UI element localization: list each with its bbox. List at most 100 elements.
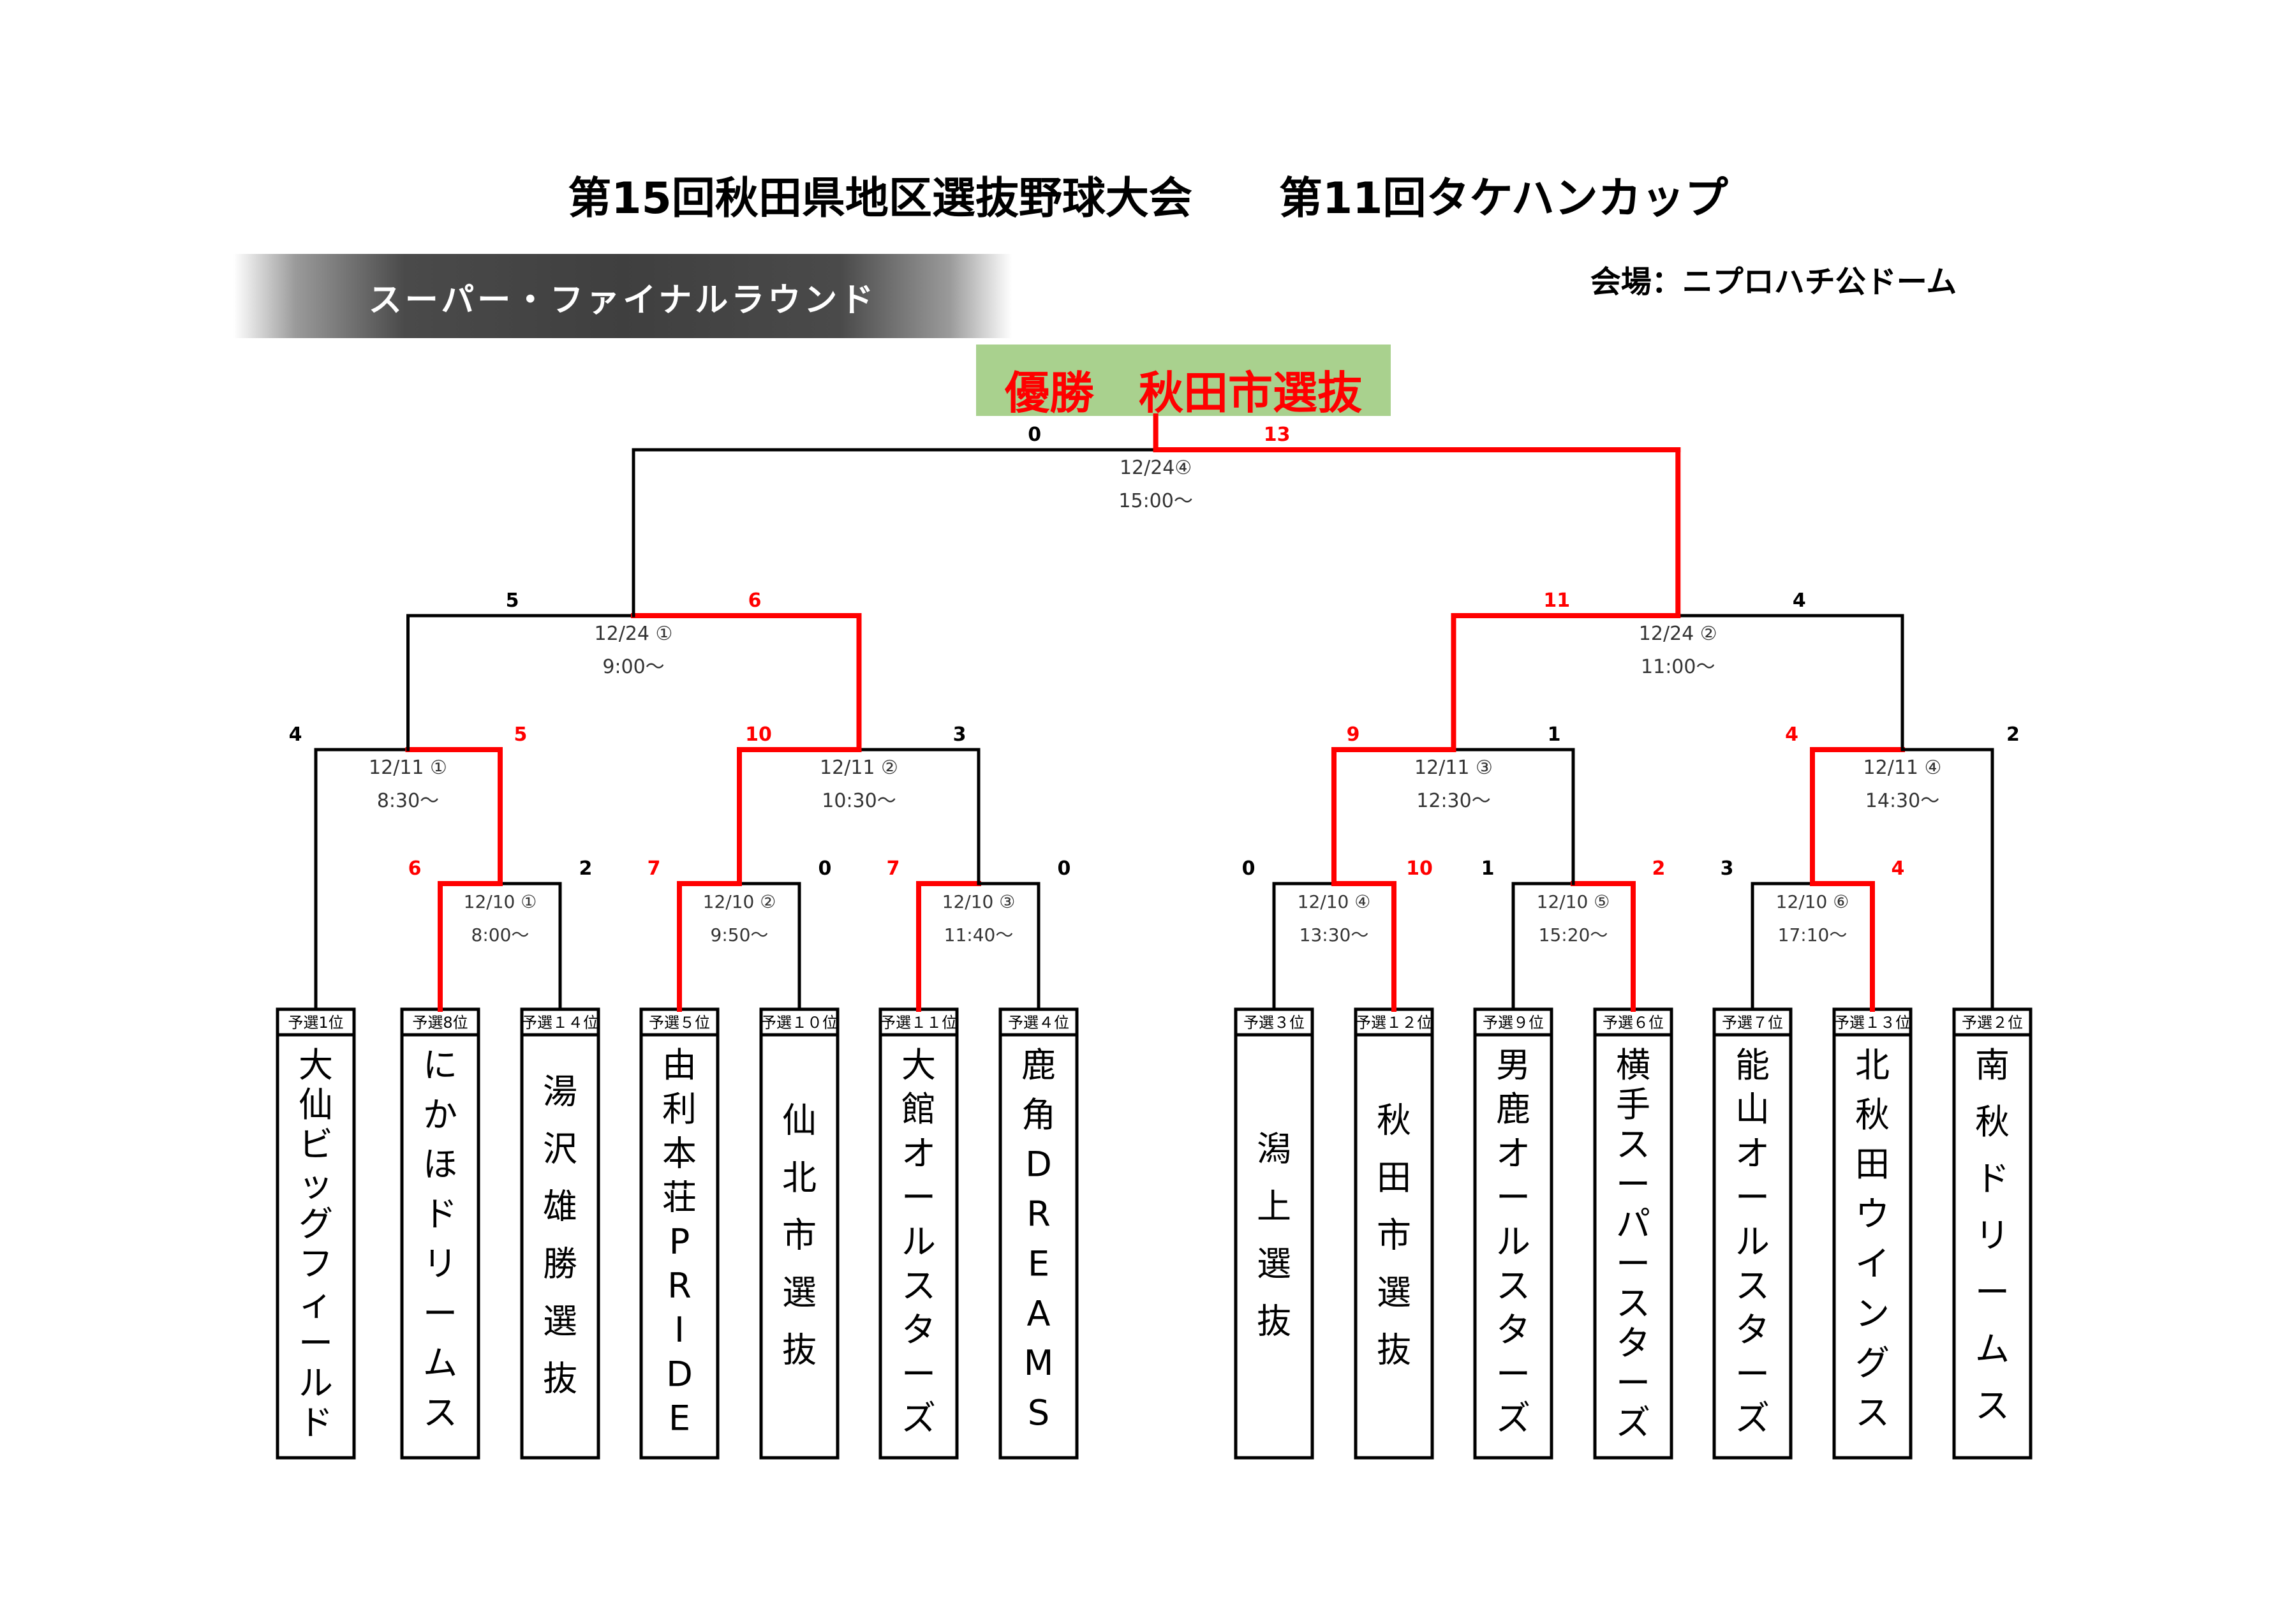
team-box [1234,1007,1314,1460]
page-title: 第15回秋田県地区選抜野球大会 第11回タケハンカップ [568,174,1728,224]
team-name-char: M [1024,1343,1054,1383]
team-name-char: 秋 [1975,1102,2010,1142]
team-name-char: ス [1855,1393,1890,1433]
match-time: 9:50～ [711,924,769,945]
team-name: 秋田市選抜 [1377,1100,1411,1370]
team-name-char: 市 [782,1215,817,1255]
team-box [1832,1007,1913,1460]
score-right: 0 [818,857,832,880]
team-name-char: 市 [1377,1215,1411,1255]
team-name-char: グ [1855,1343,1890,1383]
team-name-char: 抜 [543,1358,577,1398]
team-name-char: 荘 [662,1178,697,1218]
match-date: 12/11 ② [820,757,898,779]
score-left: 0 [1242,857,1255,880]
score-left: 4 [1785,723,1798,746]
team-seed: 予選４位 [1008,1014,1069,1032]
team-seed: 予選３位 [1243,1014,1305,1032]
team-name-char: 選 [1257,1243,1291,1284]
team-name-char: ー [423,1293,457,1333]
team-name-char: 田 [1855,1145,1890,1185]
match-date: 12/11 ① [369,757,447,779]
team-name-char: ス [901,1266,936,1306]
match-time: 8:30～ [377,790,439,812]
score-left: 5 [506,589,519,612]
team-name-char: D [1025,1145,1052,1185]
team-name-char: R [1026,1194,1051,1234]
match-date: 12/11 ④ [1863,757,1942,779]
score-right: 4 [1793,589,1806,612]
match-time: 14:30～ [1865,790,1939,812]
team-name-char: ッ [299,1164,333,1204]
team-name-char: タ [1496,1310,1530,1350]
team-name-char: ス [423,1393,457,1433]
match-time: 17:10～ [1778,924,1848,945]
score-right: 13 [1264,424,1291,446]
team-name-char: 北 [782,1157,817,1197]
team-name-char: 潟 [1257,1129,1291,1169]
team-name-char: ー [901,1354,936,1394]
team-name-char: に [423,1045,457,1085]
venue-label: 会場：ニプロハチ公ドーム [1590,264,1957,300]
team-name-char: 南 [1975,1045,2010,1085]
champion-box: 優勝 秋田市選抜 [976,345,1391,419]
score-right: 2 [1652,857,1666,880]
team-seed: 予選１４位 [522,1014,598,1032]
team-name-char: タ [901,1310,936,1350]
team-name-char: オ [901,1133,936,1173]
score-left: 7 [648,857,661,880]
team-name-char: ン [1855,1293,1890,1333]
team-seed: 予選７位 [1722,1014,1783,1032]
team-name-char: 横 [1616,1045,1650,1085]
team-name-char: ー [1616,1243,1650,1284]
team-name-char: 鹿 [1496,1089,1530,1129]
team-box [1354,1007,1434,1460]
team-name-char: 男 [1496,1045,1530,1085]
team-seed: 予選９位 [1483,1014,1544,1032]
team-box [400,1007,480,1460]
team-name-char: 大 [299,1045,333,1085]
score-left: 10 [745,723,772,746]
team-name-char: ー [1735,1354,1770,1394]
match-time: 15:20～ [1539,924,1608,945]
match-date: 12/10 ⑥ [1776,891,1849,912]
score-right: 3 [953,723,967,746]
team-name-char: 選 [1377,1272,1411,1312]
team-name-char: 沢 [543,1129,577,1169]
match-time: 15:00～ [1118,490,1192,512]
score-right: 1 [1548,723,1561,746]
match-date: 12/10 ③ [942,891,1016,912]
score-right: 0 [1058,857,1071,880]
match-date: 12/10 ④ [1298,891,1371,912]
team-name-char: 田 [1377,1157,1411,1197]
team-name-char: 利 [662,1089,697,1129]
team-name-char: ー [1975,1272,2010,1312]
team-seed: 予選１２位 [1356,1014,1432,1032]
team-name-char: 勝 [543,1243,577,1284]
team-name-char: ー [1735,1178,1770,1218]
team-name-char: 仙 [299,1085,333,1125]
team-box [520,1007,600,1460]
score-right: 4 [1892,857,1905,880]
team-name-char: ズ [1616,1403,1650,1443]
champion-label: 優勝 秋田市選抜 [1005,367,1362,419]
team-name-char: 選 [543,1301,577,1341]
team-name-char: ー [901,1178,936,1218]
team-name-char: タ [1735,1310,1770,1350]
team-name-char: 角 [1021,1095,1056,1135]
score-left: 7 [887,857,900,880]
match-time: 8:00～ [471,924,530,945]
match-time: 11:00～ [1641,656,1715,678]
team-name-char: パ [1616,1204,1650,1244]
match-date: 12/11 ③ [1414,757,1493,779]
team-name-char: P [669,1222,690,1262]
